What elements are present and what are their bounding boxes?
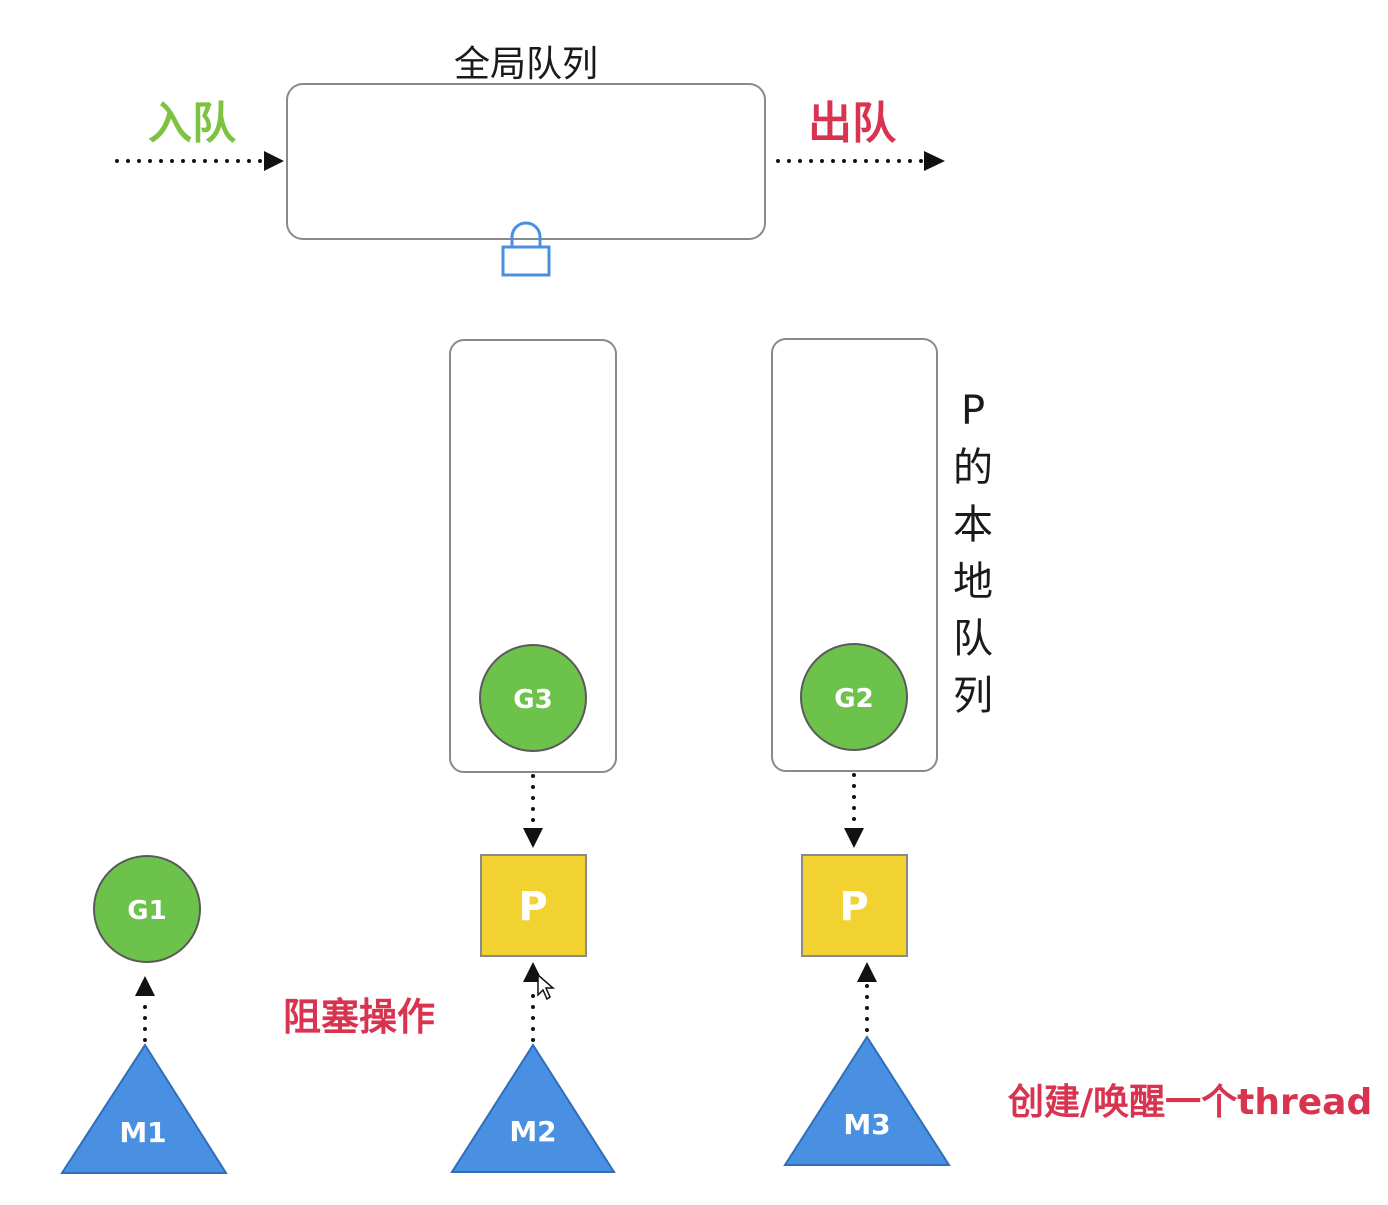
- goroutine-g1-label: G1: [127, 896, 166, 926]
- local-queue-label-char: 本: [953, 502, 993, 548]
- mouse-cursor-icon: [537, 973, 556, 1001]
- queue-to-p-right-arrow-head-icon: [844, 828, 864, 848]
- processor-p-left-label: P: [518, 884, 547, 930]
- local-queue-label-char: 的: [953, 445, 993, 491]
- lock-icon: [501, 221, 551, 277]
- enqueue-label: 入队: [148, 98, 237, 149]
- machine-m3-label: M3: [843, 1108, 890, 1141]
- processor-p-right-label: P: [839, 884, 868, 930]
- machine-m2-label: M2: [509, 1115, 556, 1148]
- queue-to-p-left-arrow-head-icon: [523, 828, 543, 848]
- local-queue-label-char: P: [961, 388, 985, 434]
- goroutine-g3-label: G3: [513, 685, 552, 715]
- m1-to-g1-arrow-head-icon: [135, 976, 155, 996]
- local-queue-label-char: 列: [953, 673, 993, 719]
- local-queue-label-char: 地: [953, 559, 993, 605]
- machine-m3: [783, 1035, 951, 1166]
- goroutine-g1: [93, 855, 201, 963]
- goroutine-g2: [800, 643, 908, 751]
- m3-to-p-right-arrow-head-icon: [857, 962, 877, 982]
- processor-p-right: [801, 854, 908, 957]
- blocking-annotation: 阻塞操作: [283, 995, 435, 1039]
- machine-m1-label: M1: [119, 1116, 166, 1149]
- goroutine-g3: [479, 644, 587, 752]
- global-queue-box: [286, 83, 766, 240]
- local-queue-label-char: 队: [953, 616, 993, 662]
- processor-p-left: [480, 854, 587, 957]
- create-wake-annotation: 创建/唤醒一个thread: [1008, 1082, 1372, 1123]
- enqueue-arrow-head-icon: [264, 151, 284, 171]
- dequeue-arrow-head-icon: [924, 151, 945, 171]
- machine-m1: [60, 1043, 228, 1174]
- machine-m2: [450, 1043, 616, 1173]
- local-queue-label: P 的 本 地 队 列: [953, 388, 993, 719]
- goroutine-g2-label: G2: [834, 684, 873, 714]
- global-queue-title: 全局队列: [454, 44, 598, 85]
- dequeue-label: 出队: [808, 98, 897, 149]
